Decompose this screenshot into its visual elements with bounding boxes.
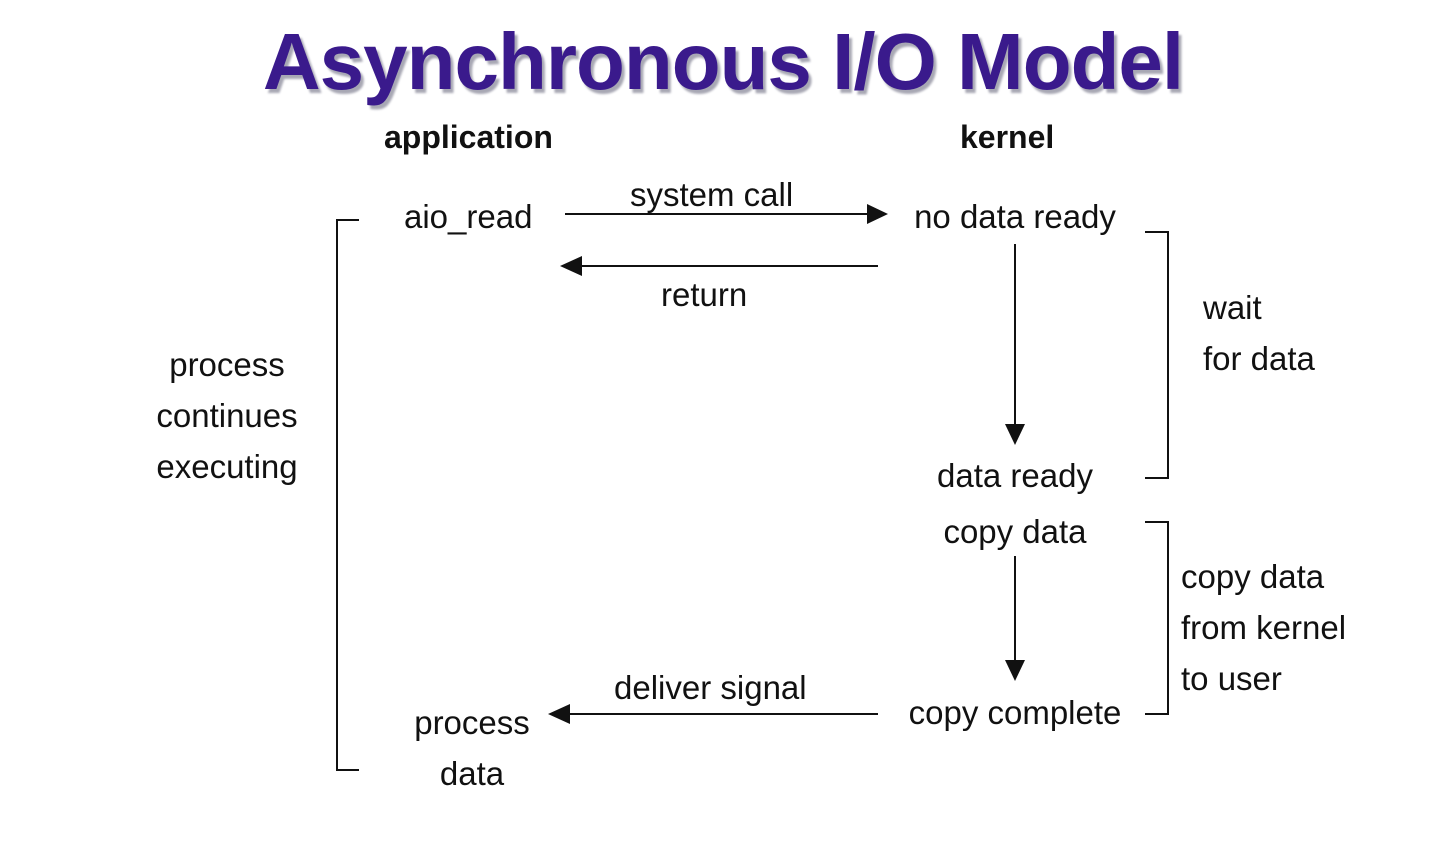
aio-read-call: aio_read bbox=[404, 198, 533, 235]
return-arrowhead bbox=[560, 256, 582, 276]
copy-phase-line-2: from kernel bbox=[1181, 609, 1347, 646]
system-call-arrowhead bbox=[867, 204, 888, 224]
wait-phase-line-1: wait bbox=[1203, 289, 1262, 326]
copy-arrowhead bbox=[1005, 660, 1025, 681]
system-call-label: system call bbox=[630, 176, 794, 213]
process-continues-line-2: continues bbox=[156, 397, 298, 434]
wait-bracket bbox=[1145, 231, 1169, 479]
wait-phase-line-2: for data bbox=[1203, 340, 1315, 377]
wait-for-data-phase: wait for data bbox=[1203, 282, 1315, 384]
process-data-handler: process data bbox=[372, 697, 572, 799]
copy-to-user-phase: copy data from kernel to user bbox=[1181, 551, 1346, 704]
kernel-column-header: kernel bbox=[960, 119, 1055, 155]
application-column-header: application bbox=[384, 119, 553, 155]
return-label: return bbox=[661, 276, 748, 313]
process-continues-line-1: process bbox=[169, 346, 285, 383]
process-continues-executing-label: process continues executing bbox=[127, 339, 327, 492]
process-data-line-2: data bbox=[439, 755, 505, 792]
application-bracket bbox=[336, 219, 359, 771]
deliver-signal-label: deliver signal bbox=[614, 669, 807, 706]
no-data-ready-state: no data ready bbox=[914, 198, 1116, 235]
deliver-signal-arrowhead bbox=[548, 704, 570, 724]
wait-arrowhead bbox=[1005, 424, 1025, 445]
copy-phase-line-1: copy data bbox=[1181, 558, 1325, 595]
copy-complete-state: copy complete bbox=[908, 694, 1122, 731]
copy-bracket bbox=[1145, 521, 1169, 715]
copy-data-step: copy data bbox=[943, 513, 1087, 550]
process-continues-line-3: executing bbox=[156, 448, 298, 485]
diagram-title: Asynchronous I/O Model bbox=[262, 17, 1184, 106]
data-ready-state: data ready bbox=[937, 457, 1093, 494]
copy-phase-line-3: to user bbox=[1181, 660, 1282, 697]
process-data-line-1: process bbox=[414, 704, 530, 741]
